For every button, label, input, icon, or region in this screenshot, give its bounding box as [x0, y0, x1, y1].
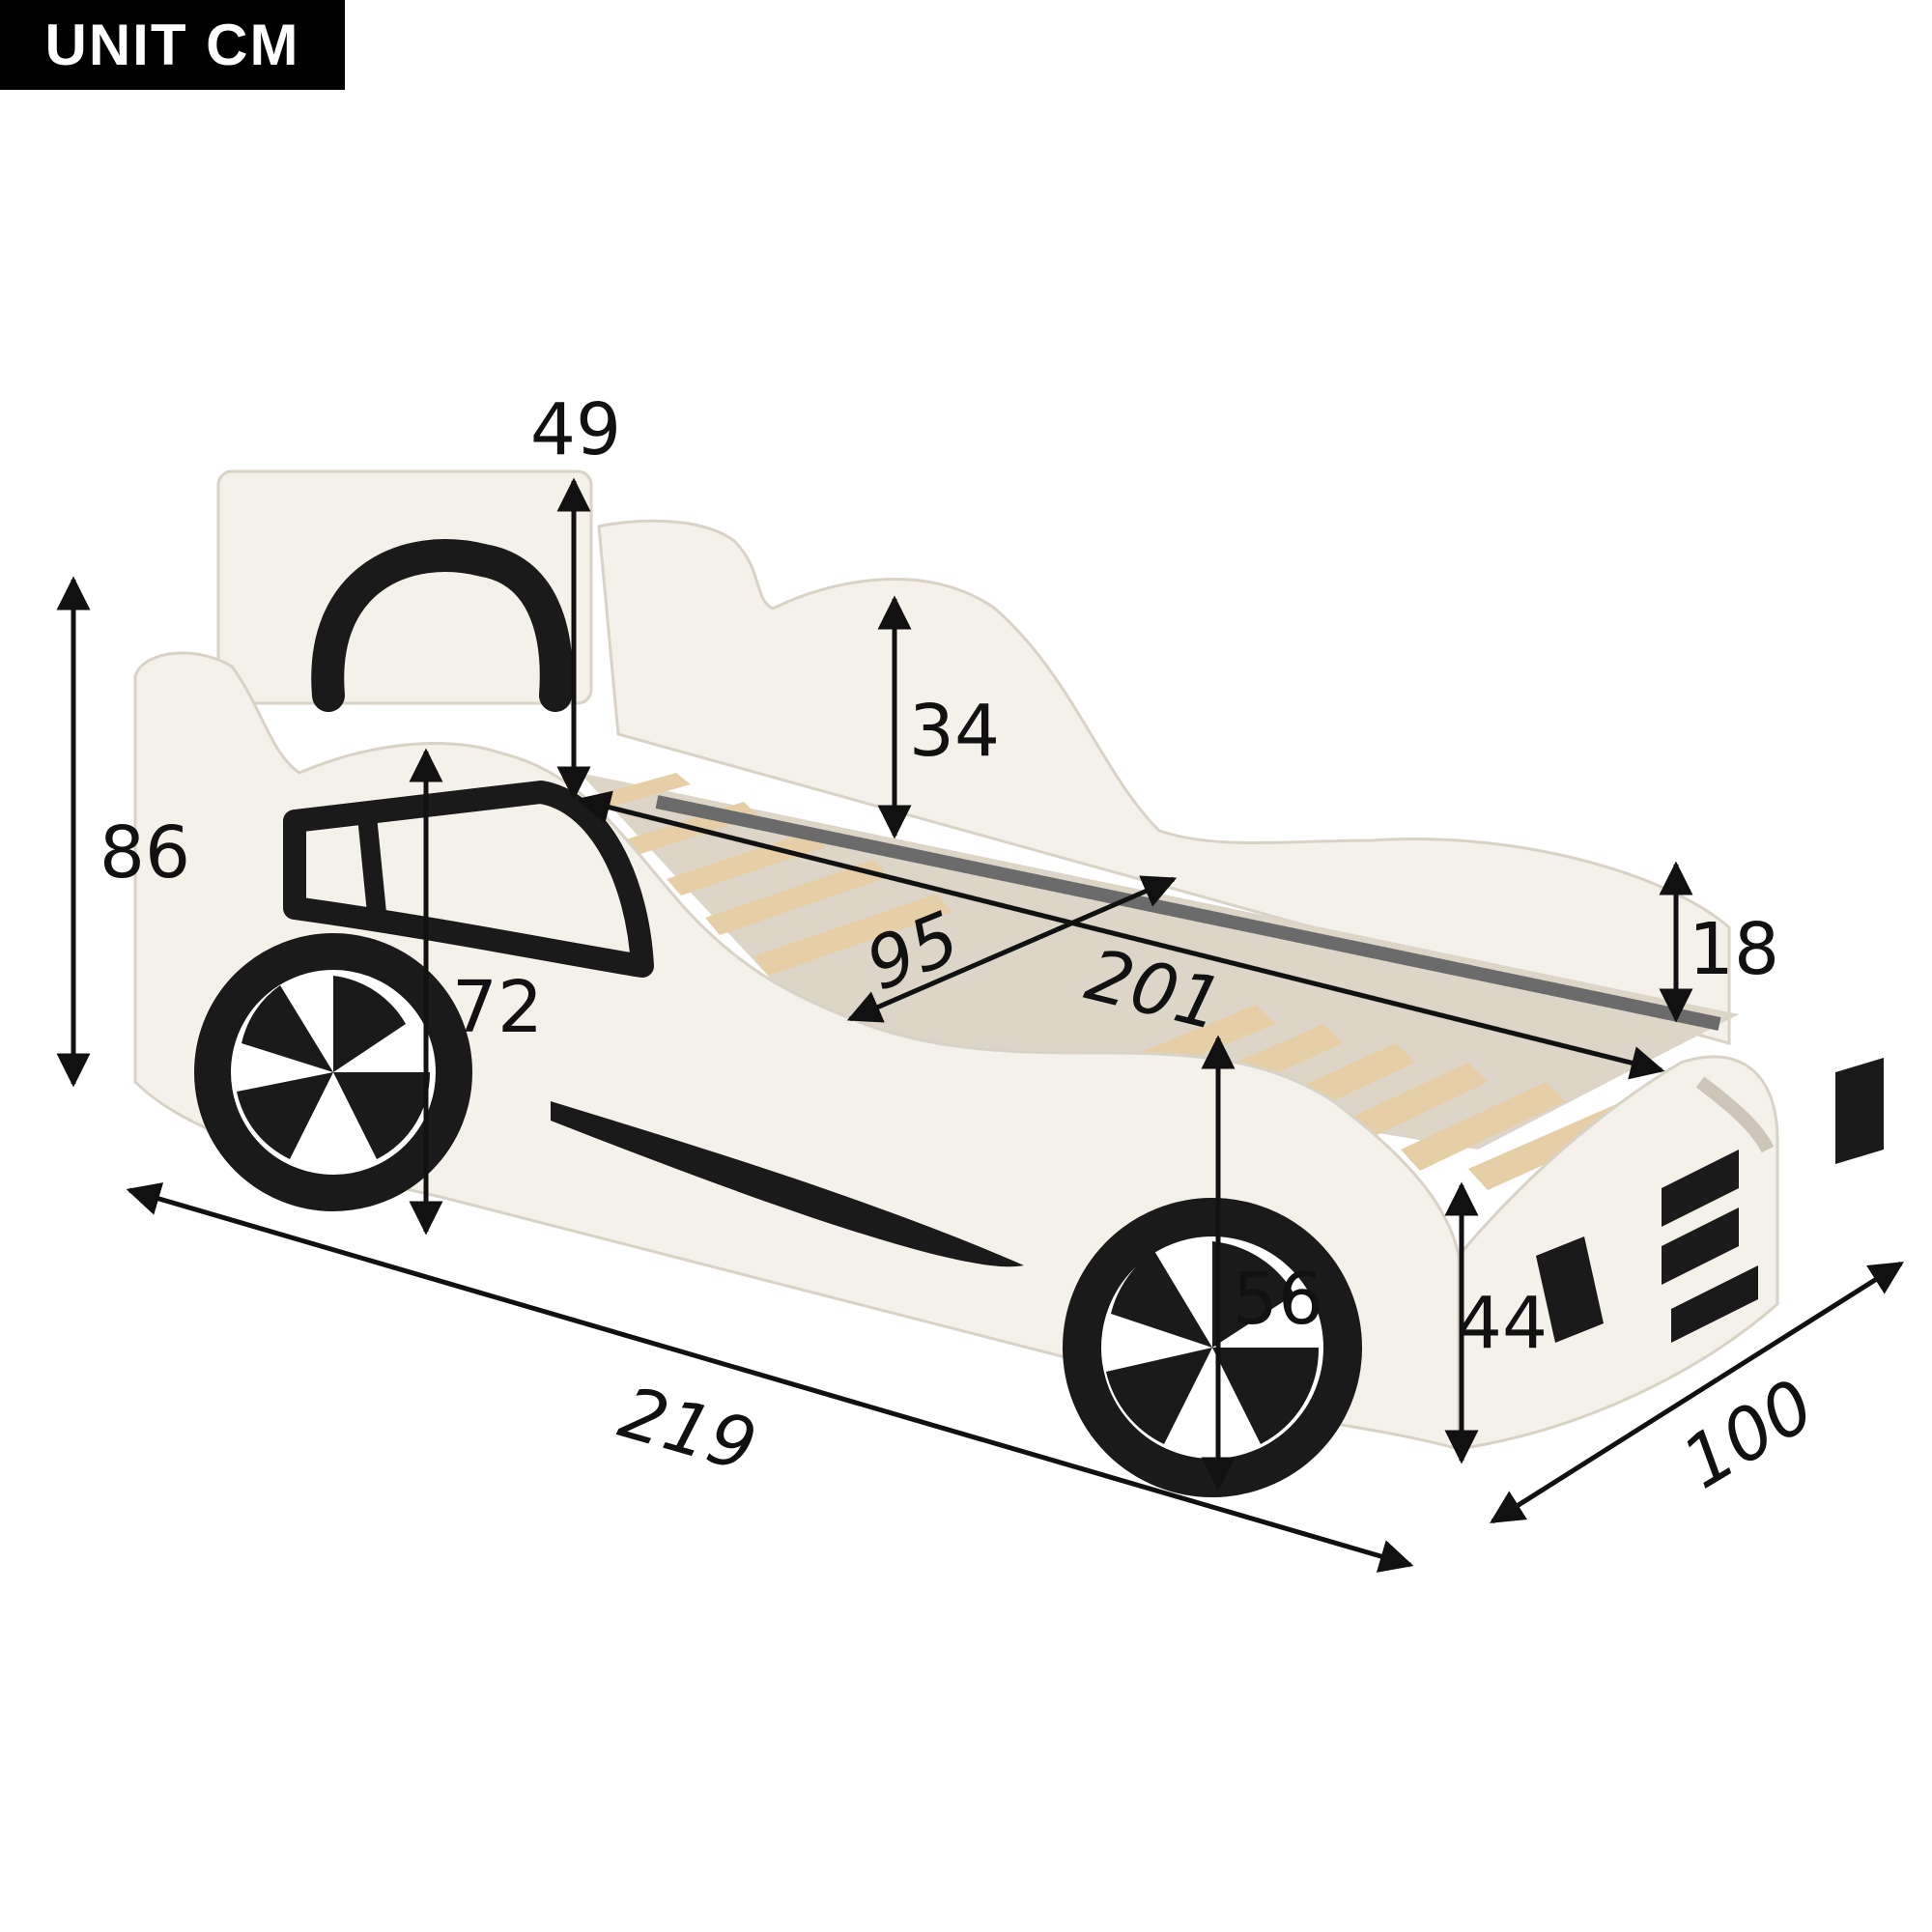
front-wheel — [1063, 1198, 1362, 1497]
label-footboard-height: 44 — [1457, 1282, 1548, 1365]
label-wheel-height: 56 — [1233, 1258, 1323, 1341]
dimension-arrows — [56, 477, 1904, 1573]
label-overall-height: 86 — [99, 811, 190, 895]
arrow-overall-length — [126, 1182, 1414, 1573]
tow-strap — [1695, 1076, 1775, 1153]
label-side-rail-height: 34 — [909, 690, 1000, 773]
headboard-arc-trim — [311, 539, 573, 712]
rear-wheel — [194, 933, 472, 1211]
label-front-panel-height: 72 — [452, 966, 543, 1049]
arrow-inner-length — [576, 790, 1665, 1080]
car-bed-illustration — [133, 469, 1884, 1497]
headboard-panel — [216, 469, 593, 705]
label-headboard-above-slats: 49 — [530, 388, 621, 471]
unit-label: UNIT CM — [0, 0, 345, 90]
arrow-overall-width — [1490, 1261, 1904, 1524]
label-overall-length: 219 — [611, 1371, 764, 1489]
window-divider — [357, 815, 386, 914]
label-overall-width: 100 — [1668, 1364, 1828, 1505]
label-footboard-rail-height: 18 — [1689, 908, 1779, 991]
